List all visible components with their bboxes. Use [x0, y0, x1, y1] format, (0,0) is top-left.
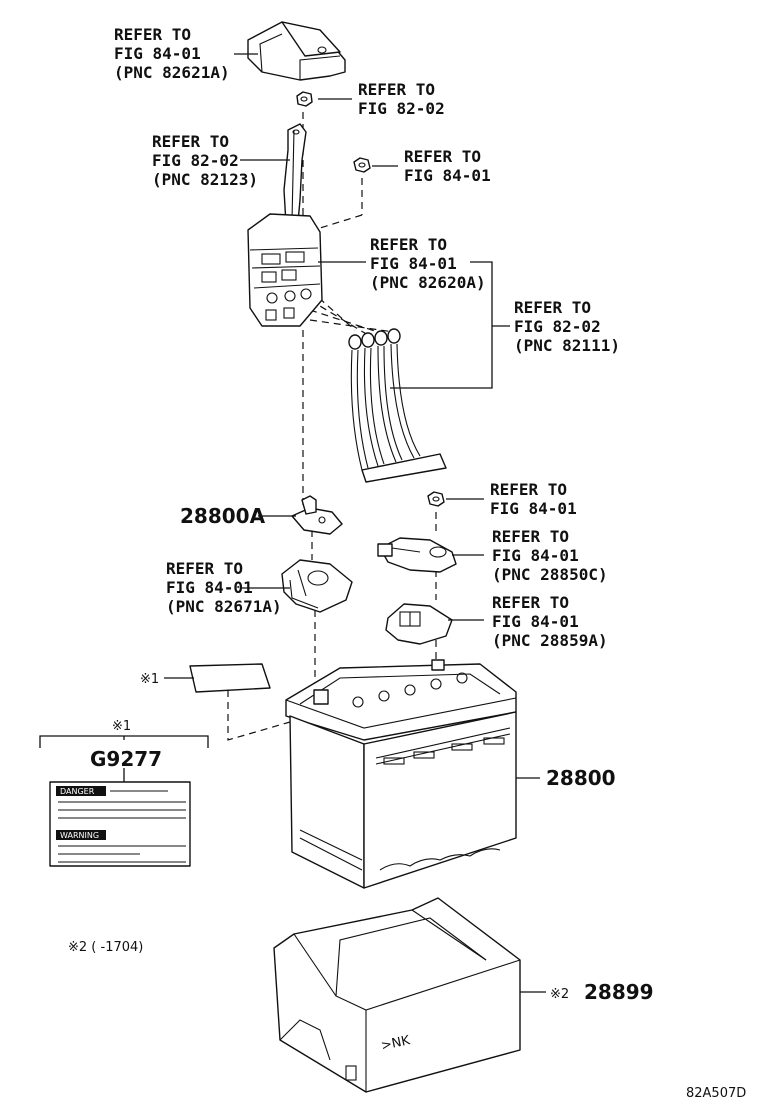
part-number-label: G9277	[90, 747, 162, 771]
part-number-battery: 28800	[546, 766, 616, 790]
assembly-guide-lines	[227, 112, 437, 741]
callout-terminal-cover: REFER TO FIG 84-01 (PNC 28859A)	[492, 593, 608, 650]
callout-nut-mid: REFER TO FIG 84-01	[404, 147, 491, 185]
wire-harness-part	[283, 123, 307, 225]
callout-line: REFER TO	[490, 480, 567, 499]
note-mark-1: ※1	[140, 672, 159, 687]
callout-line: FIG 84-01	[114, 44, 201, 63]
tray-embossed-mark: >NK	[380, 1033, 412, 1054]
note-mark-2: ※2	[550, 987, 569, 1002]
upper-cover-part	[247, 21, 346, 81]
callout-upper-cover: REFER TO FIG 84-01 (PNC 82621A)	[114, 25, 230, 82]
callout-line: (PNC 28850C)	[492, 565, 608, 584]
callout-line: REFER TO	[358, 80, 435, 99]
callout-line: FIG 84-01	[404, 166, 491, 185]
negative-terminal-part	[377, 537, 457, 573]
callout-line: FIG 84-01	[492, 612, 579, 631]
callout-line: FIG 84-01	[492, 546, 579, 565]
callout-line: REFER TO	[492, 593, 569, 612]
callout-line: (PNC 82123)	[152, 170, 258, 189]
callout-line: REFER TO	[166, 559, 243, 578]
clamp-part	[291, 495, 343, 535]
terminal-cover-part	[385, 603, 453, 645]
warning-label-warning-bar	[56, 830, 106, 840]
label-detail-mark: ※1	[112, 719, 131, 734]
warning-label-danger-bar	[56, 786, 106, 796]
warning-label-heading-danger: DANGER	[60, 787, 95, 796]
callout-line: REFER TO	[492, 527, 569, 546]
part-number-tray: 28899	[584, 980, 654, 1004]
callout-battery-cables: REFER TO FIG 82-02 (PNC 82111)	[514, 298, 620, 355]
callout-line: REFER TO	[514, 298, 591, 317]
callout-line: FIG 82-02	[514, 317, 601, 336]
callout-line: (PNC 82620A)	[370, 273, 486, 292]
callout-line: (PNC 82621A)	[114, 63, 230, 82]
part-number-clamp: 28800A	[180, 504, 266, 528]
callout-line: REFER TO	[152, 132, 229, 151]
nut-top	[296, 91, 313, 107]
callout-nut-top: REFER TO FIG 82-02	[358, 80, 445, 118]
callout-line: FIG 84-01	[166, 578, 253, 597]
positive-terminal-cover-part	[281, 559, 353, 613]
callout-line: (PNC 28859A)	[492, 631, 608, 650]
callout-clamp-nut: REFER TO FIG 84-01	[490, 480, 577, 518]
note-applicability: ※2 ( -1704)	[68, 940, 143, 955]
callout-line: (PNC 82111)	[514, 336, 620, 355]
diagram-code: 82A507D	[686, 1086, 746, 1101]
label-sticker-part	[189, 663, 271, 693]
battery-tray-part: >NK	[273, 897, 521, 1093]
callout-wire-harness: REFER TO FIG 82-02 (PNC 82123)	[152, 132, 258, 189]
callout-line: REFER TO	[114, 25, 191, 44]
callout-line: FIG 82-02	[152, 151, 239, 170]
callout-line: (PNC 82671A)	[166, 597, 282, 616]
battery-cables-part	[348, 328, 447, 483]
callout-leaders	[164, 53, 546, 993]
battery-part	[285, 659, 517, 889]
callout-line: FIG 82-02	[358, 99, 445, 118]
callout-line: REFER TO	[370, 235, 447, 254]
callout-line: FIG 84-01	[490, 499, 577, 518]
callout-line: REFER TO	[404, 147, 481, 166]
callout-neg-terminal: REFER TO FIG 84-01 (PNC 28850C)	[492, 527, 608, 584]
label-detail	[39, 735, 209, 867]
callout-pos-cover: REFER TO FIG 84-01 (PNC 82671A)	[166, 559, 282, 616]
nut-mid	[353, 157, 371, 173]
callout-line: FIG 84-01	[370, 254, 457, 273]
callout-fuse-block: REFER TO FIG 84-01 (PNC 82620A)	[370, 235, 486, 292]
terminal-nut	[427, 491, 445, 507]
fuse-block-part	[247, 213, 323, 327]
warning-label-heading-warning: WARNING	[60, 831, 99, 840]
